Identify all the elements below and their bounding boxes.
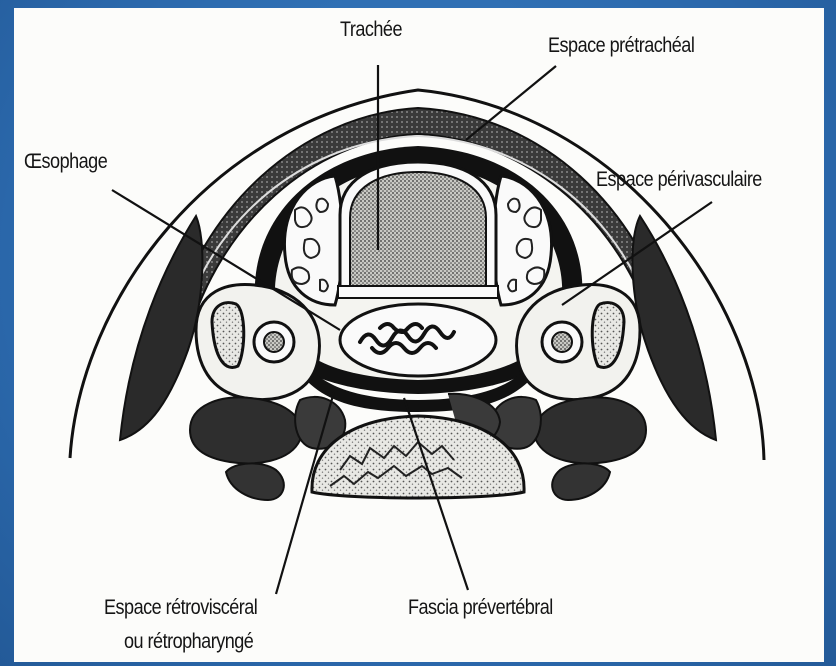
- right-prevertebral-muscle: [535, 397, 646, 463]
- left-prevertebral-muscle: [190, 397, 301, 463]
- right-posterior-muscle: [552, 463, 610, 500]
- label-retropharyngeal: ou rétropharyngé: [124, 630, 253, 654]
- left-posterior-muscle: [226, 463, 284, 500]
- right-scm-muscle: [632, 216, 716, 440]
- label-prevertebral-fascia: Fascia prévertébral: [408, 596, 553, 620]
- left-scm-muscle: [120, 216, 202, 440]
- left-carotid-sheath: [196, 285, 319, 400]
- label-retrovisceral-space: Espace rétroviscéral: [104, 596, 257, 620]
- label-trachea: Trachée: [340, 18, 402, 42]
- label-pretracheal-space: Espace prétrachéal: [548, 34, 694, 58]
- label-perivascular-space: Espace périvasculaire: [596, 168, 762, 192]
- right-carotid-sheath: [517, 285, 640, 400]
- label-esophagus: Œsophage: [24, 150, 107, 174]
